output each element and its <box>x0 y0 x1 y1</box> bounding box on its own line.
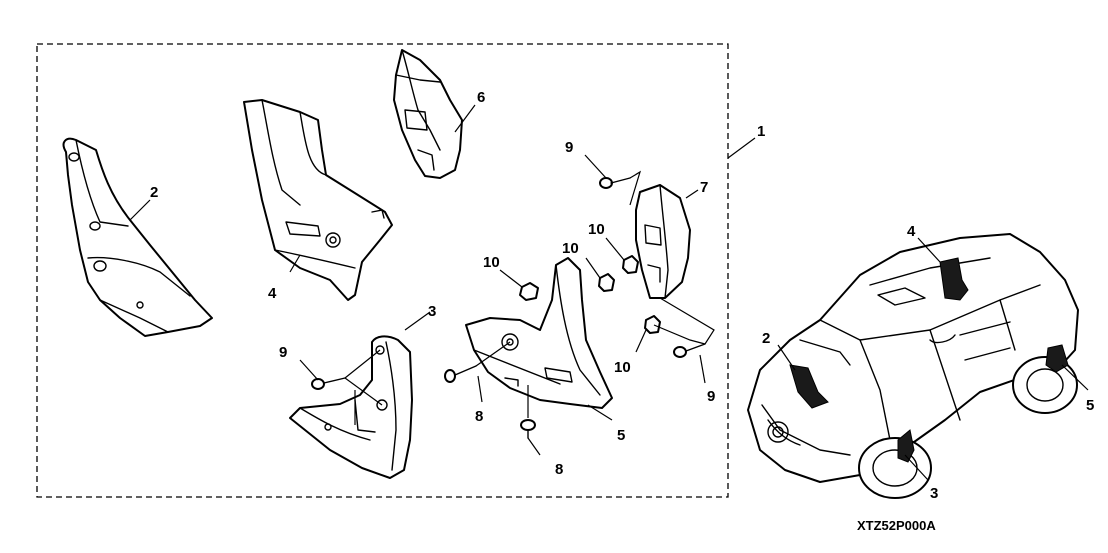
part-4-rear-inner-guard <box>243 99 393 301</box>
clip-10-a <box>519 282 539 301</box>
part-2-front-mudguard <box>62 137 213 337</box>
clip-10-c <box>622 255 639 274</box>
screw-9-top <box>599 177 631 189</box>
callout-1: 1 <box>757 123 765 140</box>
vehicle-callout-3: 3 <box>930 485 938 502</box>
vehicle-callout-2: 2 <box>762 330 770 347</box>
callout-leaders <box>129 104 1089 481</box>
callout-5: 5 <box>617 427 625 444</box>
callout-4: 4 <box>268 285 277 302</box>
callout-6: 6 <box>477 89 485 106</box>
callout-2: 2 <box>150 184 158 201</box>
vehicle-illustration <box>747 233 1079 499</box>
screw-9-right <box>673 343 706 358</box>
callout-10-c: 10 <box>588 221 605 238</box>
callout-10-d: 10 <box>614 359 631 376</box>
drawing-code: XTZ52P000A <box>857 518 936 533</box>
callout-7: 7 <box>700 179 708 196</box>
part-7-bracket <box>635 184 691 299</box>
screw-8-left <box>444 365 477 383</box>
part-5-rear-mudguard <box>465 257 613 409</box>
vehicle-callout-4: 4 <box>907 223 916 240</box>
clip-10-b <box>598 273 615 292</box>
vehicle-callout-5: 5 <box>1086 397 1094 414</box>
callout-3: 3 <box>428 303 436 320</box>
callout-8-bottom: 8 <box>555 461 563 478</box>
install-lines <box>344 170 715 425</box>
screw-8-bottom <box>520 419 536 439</box>
screw-9-left <box>311 377 346 390</box>
callout-10-b: 10 <box>562 240 579 257</box>
clip-10-d <box>644 315 661 334</box>
callout-10-a: 10 <box>483 254 500 271</box>
part-6-upper-bracket <box>393 49 463 179</box>
kit-boundary <box>36 43 729 498</box>
callout-9-right: 9 <box>707 388 715 405</box>
callout-9-top: 9 <box>565 139 573 156</box>
callout-8-left: 8 <box>475 408 483 425</box>
part-3-front-mudguard <box>289 335 413 479</box>
callout-9-left: 9 <box>279 344 287 361</box>
